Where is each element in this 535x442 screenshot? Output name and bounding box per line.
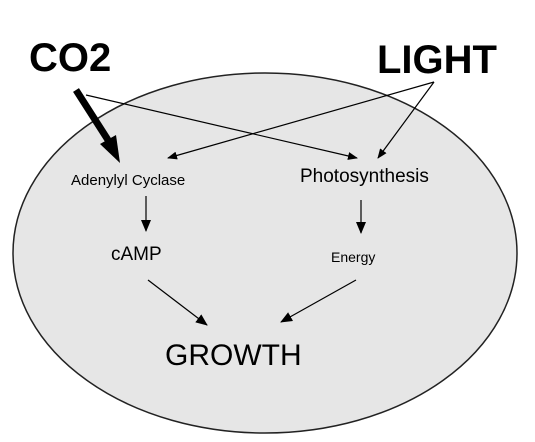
light-label: LIGHT <box>377 38 497 82</box>
co2-label: CO2 <box>29 36 111 80</box>
arrow-light-to-photosynthesis <box>377 81 435 159</box>
arrow-co2-to-photosynthesis <box>85 94 358 160</box>
arrow-energy-to-growth <box>280 279 357 323</box>
arrow-co2-to-adenylyl-cyclase <box>73 88 111 142</box>
camp-label: cAMP <box>111 244 162 265</box>
growth-label: GROWTH <box>165 339 302 372</box>
cell-ellipse <box>12 72 518 434</box>
arrow-light-to-adenylyl-cyclase <box>167 81 435 160</box>
photosynthesis-label: Photosynthesis <box>300 166 429 187</box>
arrow-co2-to-adenylyl-cyclase-head <box>100 135 120 163</box>
energy-label: Energy <box>331 249 375 265</box>
adenylyl-cyclase-label: Adenylyl Cyclase <box>71 172 185 189</box>
arrow-camp-to-growth <box>147 279 208 326</box>
